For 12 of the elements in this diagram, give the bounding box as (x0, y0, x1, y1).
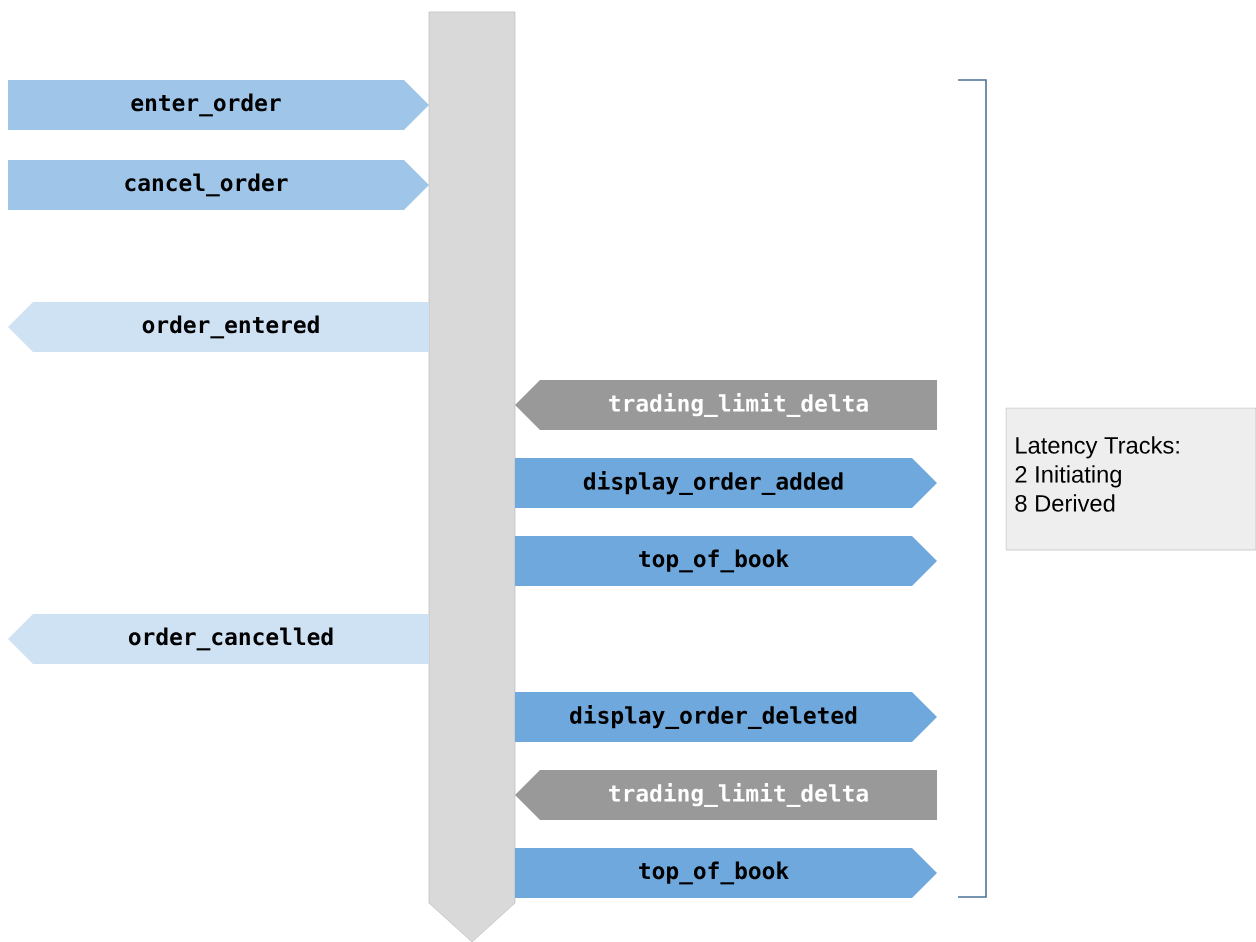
event-tag: top_of_book (515, 848, 937, 898)
event-tag: display_order_deleted (515, 692, 937, 742)
event-tag: trading_limit_delta (515, 770, 937, 820)
event-tag: enter_order (8, 80, 429, 130)
event-tag: order_entered (8, 302, 429, 352)
event-tag: order_cancelled (8, 614, 429, 664)
event-tag: top_of_book (515, 536, 937, 586)
event-tag: cancel_order (8, 160, 429, 210)
event-tag: trading_limit_delta (515, 380, 937, 430)
timeline-bar (428, 11, 516, 942)
event-tag: display_order_added (515, 458, 937, 508)
note-box: Latency Tracks: 2 Initiating 8 Derived (1005, 407, 1256, 551)
